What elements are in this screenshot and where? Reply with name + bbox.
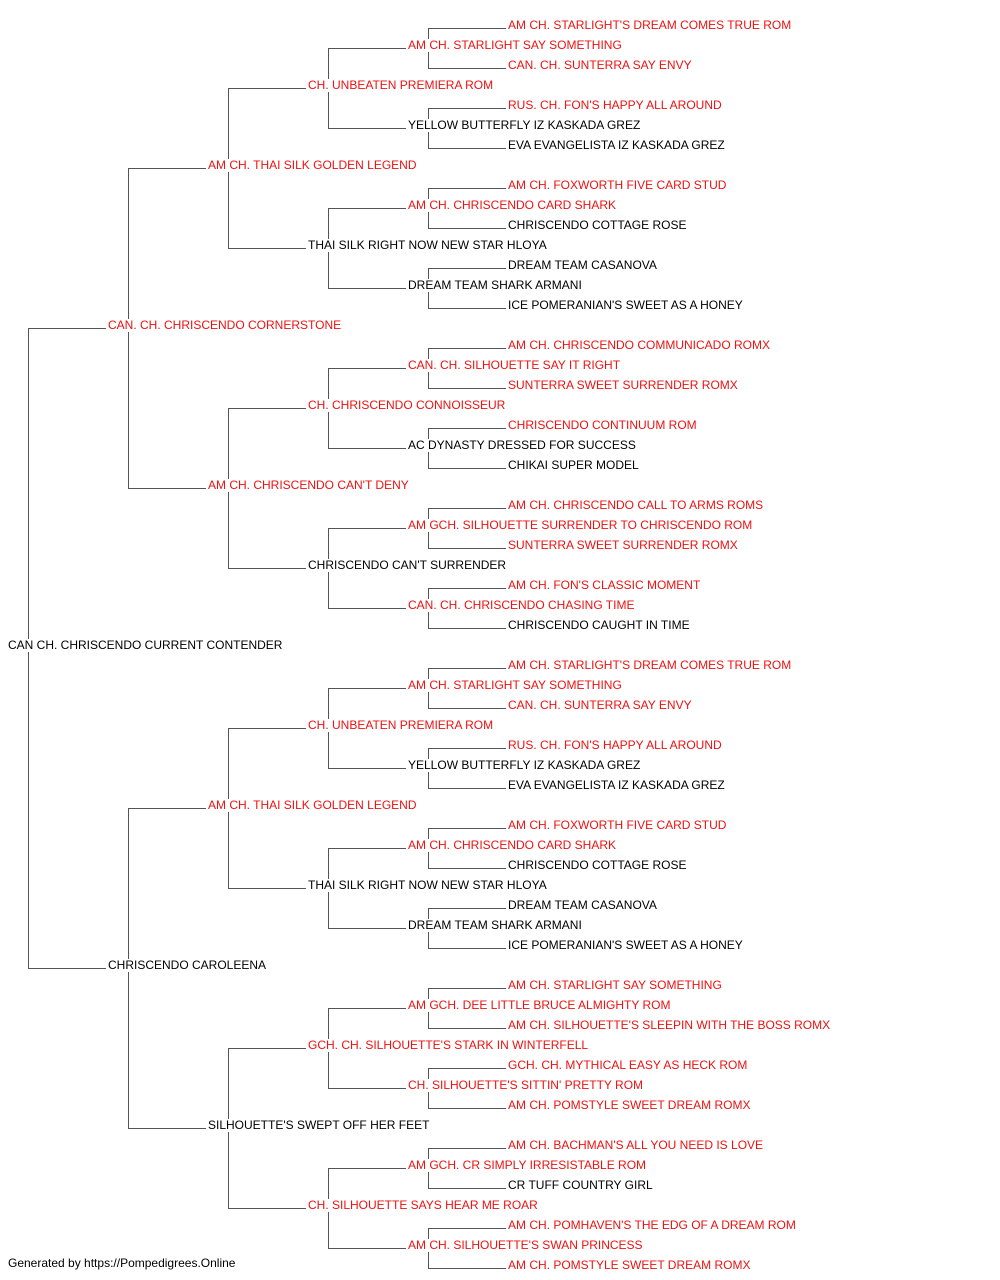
pedigree-node-gen5: SUNTERRA SWEET SURRENDER ROMX — [508, 538, 738, 552]
pedigree-node-gen5: AM CH. STARLIGHT'S DREAM COMES TRUE ROM — [508, 18, 792, 32]
pedigree-node-gen5: CR TUFF COUNTRY GIRL — [508, 1178, 653, 1192]
pedigree-node-gen5: AM CH. CHRISCENDO CALL TO ARMS ROMS — [508, 498, 764, 512]
pedigree-node-gen5: AM CH. POMSTYLE SWEET DREAM ROMX — [508, 1258, 751, 1272]
generated-by-footer: Generated by https://Pompedigrees.Online — [8, 1256, 236, 1270]
pedigree-node-gen5: CHRISCENDO COTTAGE ROSE — [508, 858, 687, 872]
pedigree-node-gen3: CHRISCENDO CAN'T SURRENDER — [308, 558, 507, 572]
pedigree-node-gen5: CAN. CH. SUNTERRA SAY ENVY — [508, 698, 692, 712]
pedigree-node-gen5: CHIKAI SUPER MODEL — [508, 458, 639, 472]
pedigree-node-gen5: CHRISCENDO CONTINUUM ROM — [508, 418, 697, 432]
pedigree-node-gen3: THAI SILK RIGHT NOW NEW STAR HLOYA — [308, 878, 547, 892]
pedigree-node-gen3: GCH. CH. SILHOUETTE'S STARK IN WINTERFEL… — [308, 1038, 589, 1052]
pedigree-node-gen4: CAN. CH. SILHOUETTE SAY IT RIGHT — [408, 358, 621, 372]
pedigree-node-gen5: AM CH. FOXWORTH FIVE CARD STUD — [508, 818, 727, 832]
pedigree-node-gen5: AM CH. BACHMAN'S ALL YOU NEED IS LOVE — [508, 1138, 764, 1152]
pedigree-node-gen4: AM CH. CHRISCENDO CARD SHARK — [408, 838, 617, 852]
pedigree-node-gen4: AM CH. CHRISCENDO CARD SHARK — [408, 198, 617, 212]
pedigree-node-gen5: CAN. CH. SUNTERRA SAY ENVY — [508, 58, 692, 72]
pedigree-node-gen2: AM CH. THAI SILK GOLDEN LEGEND — [208, 158, 417, 172]
pedigree-node-gen5: AM CH. STARLIGHT SAY SOMETHING — [508, 978, 722, 992]
pedigree-node-gen5: CHRISCENDO CAUGHT IN TIME — [508, 618, 690, 632]
pedigree-node-gen5: GCH. CH. MYTHICAL EASY AS HECK ROM — [508, 1058, 748, 1072]
pedigree-node-gen3: CH. UNBEATEN PREMIERA ROM — [308, 718, 494, 732]
pedigree-node-gen5: ICE POMERANIAN'S SWEET AS A HONEY — [508, 938, 743, 952]
pedigree-node-gen1: CHRISCENDO CAROLEENA — [108, 958, 267, 972]
pedigree-node-gen4: AM GCH. SILHOUETTE SURRENDER TO CHRISCEN… — [408, 518, 753, 532]
pedigree-node-gen4: AM GCH. DEE LITTLE BRUCE ALMIGHTY ROM — [408, 998, 671, 1012]
pedigree-node-gen5: AM CH. FON'S CLASSIC MOMENT — [508, 578, 701, 592]
pedigree-node-gen5: EVA EVANGELISTA IZ KASKADA GREZ — [508, 138, 725, 152]
pedigree-node-gen2: AM CH. THAI SILK GOLDEN LEGEND — [208, 798, 417, 812]
pedigree-node-gen5: EVA EVANGELISTA IZ KASKADA GREZ — [508, 778, 725, 792]
pedigree-node-gen3: CH. SILHOUETTE SAYS HEAR ME ROAR — [308, 1198, 538, 1212]
pedigree-node-gen3: CH. CHRISCENDO CONNOISSEUR — [308, 398, 506, 412]
pedigree-node-gen5: AM CH. POMHAVEN'S THE EDG OF A DREAM ROM — [508, 1218, 796, 1232]
pedigree-node-gen5: RUS. CH. FON'S HAPPY ALL AROUND — [508, 738, 722, 752]
pedigree-node-gen5: RUS. CH. FON'S HAPPY ALL AROUND — [508, 98, 722, 112]
pedigree-node-gen5: SUNTERRA SWEET SURRENDER ROMX — [508, 378, 738, 392]
pedigree-node-gen1: CAN. CH. CHRISCENDO CORNERSTONE — [108, 318, 342, 332]
pedigree-node-gen4: YELLOW BUTTERFLY IZ KASKADA GREZ — [408, 118, 641, 132]
pedigree-node-gen4: AM CH. SILHOUETTE'S SWAN PRINCESS — [408, 1238, 643, 1252]
pedigree-node-gen2: SILHOUETTE'S SWEPT OFF HER FEET — [208, 1118, 430, 1132]
pedigree-node-gen5: AM CH. FOXWORTH FIVE CARD STUD — [508, 178, 727, 192]
pedigree-node-gen4: CAN. CH. CHRISCENDO CHASING TIME — [408, 598, 635, 612]
pedigree-node-gen4: DREAM TEAM SHARK ARMANI — [408, 278, 582, 292]
pedigree-node-gen4: CH. SILHOUETTE'S SITTIN' PRETTY ROM — [408, 1078, 644, 1092]
pedigree-node-gen0: CAN CH. CHRISCENDO CURRENT CONTENDER — [8, 638, 283, 652]
pedigree-node-gen3: THAI SILK RIGHT NOW NEW STAR HLOYA — [308, 238, 547, 252]
pedigree-node-gen5: CHRISCENDO COTTAGE ROSE — [508, 218, 687, 232]
pedigree-node-gen4: AM GCH. CR SIMPLY IRRESISTABLE ROM — [408, 1158, 647, 1172]
pedigree-node-gen4: AM CH. STARLIGHT SAY SOMETHING — [408, 38, 622, 52]
pedigree-node-gen3: CH. UNBEATEN PREMIERA ROM — [308, 78, 494, 92]
pedigree-node-gen4: AM CH. STARLIGHT SAY SOMETHING — [408, 678, 622, 692]
pedigree-node-gen5: AM CH. STARLIGHT'S DREAM COMES TRUE ROM — [508, 658, 792, 672]
pedigree-node-gen5: AM CH. POMSTYLE SWEET DREAM ROMX — [508, 1098, 751, 1112]
pedigree-node-gen5: AM CH. CHRISCENDO COMMUNICADO ROMX — [508, 338, 771, 352]
pedigree-node-gen5: DREAM TEAM CASANOVA — [508, 898, 657, 912]
pedigree-node-gen5: AM CH. SILHOUETTE'S SLEEPIN WITH THE BOS… — [508, 1018, 831, 1032]
pedigree-node-gen5: DREAM TEAM CASANOVA — [508, 258, 657, 272]
pedigree-node-gen4: YELLOW BUTTERFLY IZ KASKADA GREZ — [408, 758, 641, 772]
pedigree-node-gen4: AC DYNASTY DRESSED FOR SUCCESS — [408, 438, 636, 452]
pedigree-node-gen4: DREAM TEAM SHARK ARMANI — [408, 918, 582, 932]
pedigree-node-gen5: ICE POMERANIAN'S SWEET AS A HONEY — [508, 298, 743, 312]
pedigree-node-gen2: AM CH. CHRISCENDO CAN'T DENY — [208, 478, 409, 492]
